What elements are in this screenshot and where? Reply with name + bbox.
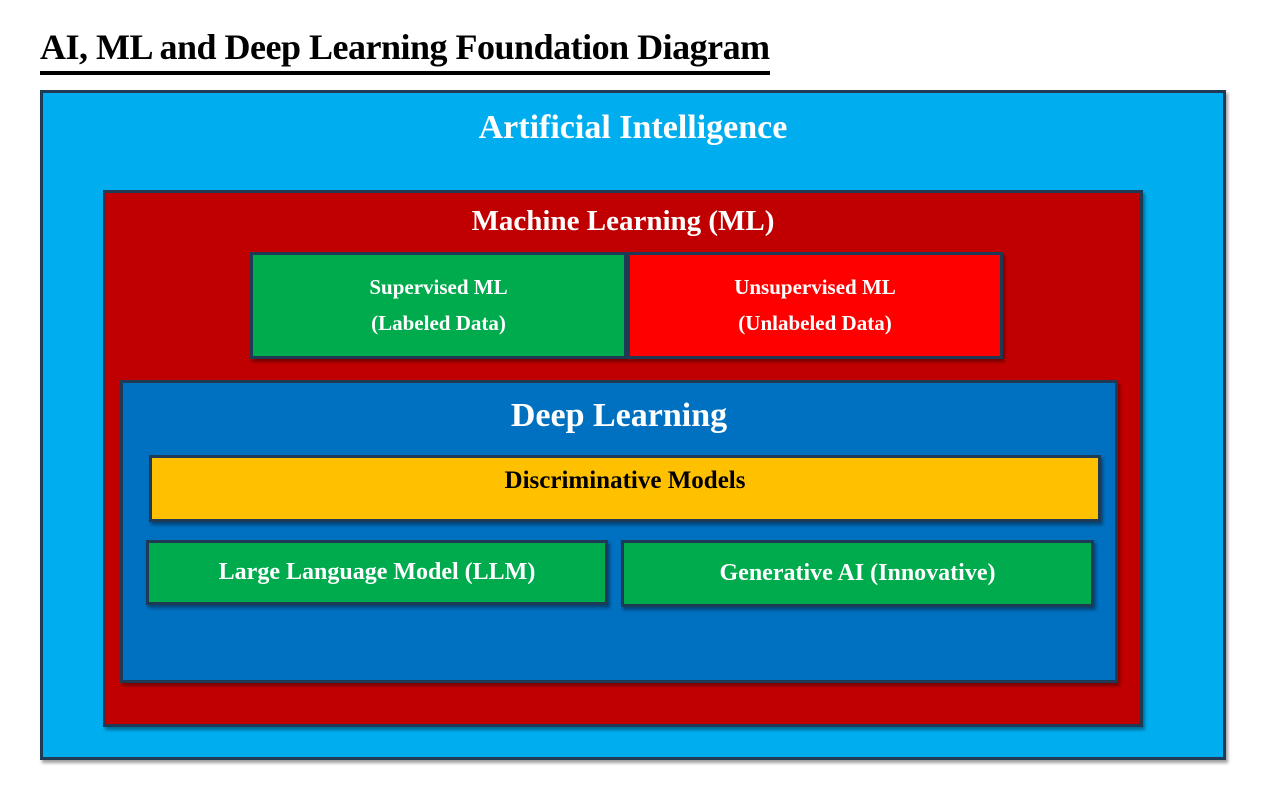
generative-ai-label: Generative AI (Innovative) xyxy=(719,560,996,586)
unsupervised-ml-label-line2: (Unlabeled Data) xyxy=(738,310,892,335)
unsupervised-ml-box: Unsupervised ML (Unlabeled Data) xyxy=(627,252,1003,359)
supervised-ml-box: Supervised ML (Labeled Data) xyxy=(250,252,627,359)
generative-ai-box: Generative AI (Innovative) xyxy=(621,540,1094,607)
deep-learning-box: Deep Learning xyxy=(120,380,1118,683)
unsupervised-ml-label-line1: Unsupervised ML xyxy=(734,274,896,299)
deep-learning-label: Deep Learning xyxy=(510,397,728,434)
artificial-intelligence-label: Artificial Intelligence xyxy=(478,109,788,146)
supervised-ml-label: Supervised ML (Labeled Data) xyxy=(369,270,507,341)
unsupervised-ml-label: Unsupervised ML (Unlabeled Data) xyxy=(734,270,896,341)
supervised-ml-label-line1: Supervised ML xyxy=(369,274,508,299)
supervised-ml-label-line2: (Labeled Data) xyxy=(371,310,506,335)
discriminative-models-label: Discriminative Models xyxy=(504,467,746,494)
large-language-model-label: Large Language Model (LLM) xyxy=(218,559,536,585)
large-language-model-box: Large Language Model (LLM) xyxy=(146,540,608,605)
machine-learning-label: Machine Learning (ML) xyxy=(471,205,775,237)
discriminative-models-box: Discriminative Models xyxy=(149,455,1101,522)
page-title: AI, ML and Deep Learning Foundation Diag… xyxy=(40,27,770,75)
